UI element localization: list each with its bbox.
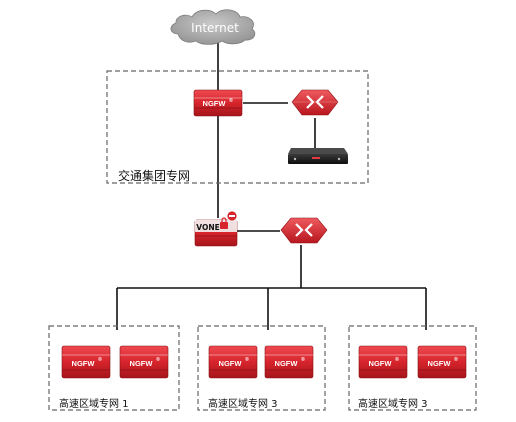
region-firewalls: NGFW®NGFW®NGFW®NGFW®NGFW®NGFW®	[61, 345, 467, 379]
ngfw-label: NGFW	[72, 359, 96, 368]
vone-label: VONE	[196, 223, 219, 232]
ngfw-label: NGFW	[130, 359, 154, 368]
ngfw-label: NGFW	[369, 359, 393, 368]
ngfw-registered-mark: ®	[301, 356, 305, 363]
ngfw-firewall-icon: NGFW®	[417, 345, 467, 379]
ngfw-firewall-icon: NGFW ®	[193, 89, 243, 117]
ngfw-firewall-icon: NGFW®	[264, 345, 314, 379]
ngfw-firewall-icon: NGFW®	[119, 345, 169, 379]
region-box-1	[48, 325, 180, 411]
ngfw-registered-mark: ®	[98, 356, 102, 363]
region-box-3	[348, 325, 477, 411]
region-label-1: 高速区域专网 1	[59, 397, 129, 410]
ngfw-firewall-icon: NGFW®	[358, 345, 408, 379]
group-network-box	[106, 70, 369, 184]
ngfw-firewall-icon: NGFW®	[208, 345, 258, 379]
ngfw-registered-mark: ®	[245, 356, 249, 363]
ngfw-label: NGFW	[275, 359, 299, 368]
internet-label: Internet	[191, 21, 239, 35]
ngfw-label: NGFW	[219, 359, 243, 368]
ngfw-label: NGFW	[203, 99, 227, 108]
ngfw-registered-mark: ®	[229, 97, 233, 104]
ngfw-registered-mark: ®	[454, 356, 458, 363]
ngfw-label: NGFW	[428, 359, 452, 368]
ngfw-firewall-icon: NGFW®	[61, 345, 111, 379]
region-box-2	[197, 325, 326, 411]
region-label-2: 高速区域专网 3	[208, 397, 278, 410]
router-icon	[291, 89, 339, 116]
ngfw-registered-mark: ®	[395, 356, 399, 363]
internet-cloud-icon: Internet	[170, 9, 256, 45]
server-appliance-icon	[288, 148, 348, 164]
lock-icon	[220, 222, 228, 229]
region-label-3: 高速区域专网 3	[358, 397, 428, 410]
router-icon	[280, 217, 328, 244]
vone-device-icon: VONE	[194, 210, 238, 247]
connection-lines	[116, 40, 427, 330]
ngfw-registered-mark: ®	[156, 356, 160, 363]
group-network-label: 交通集团专网	[118, 168, 190, 183]
